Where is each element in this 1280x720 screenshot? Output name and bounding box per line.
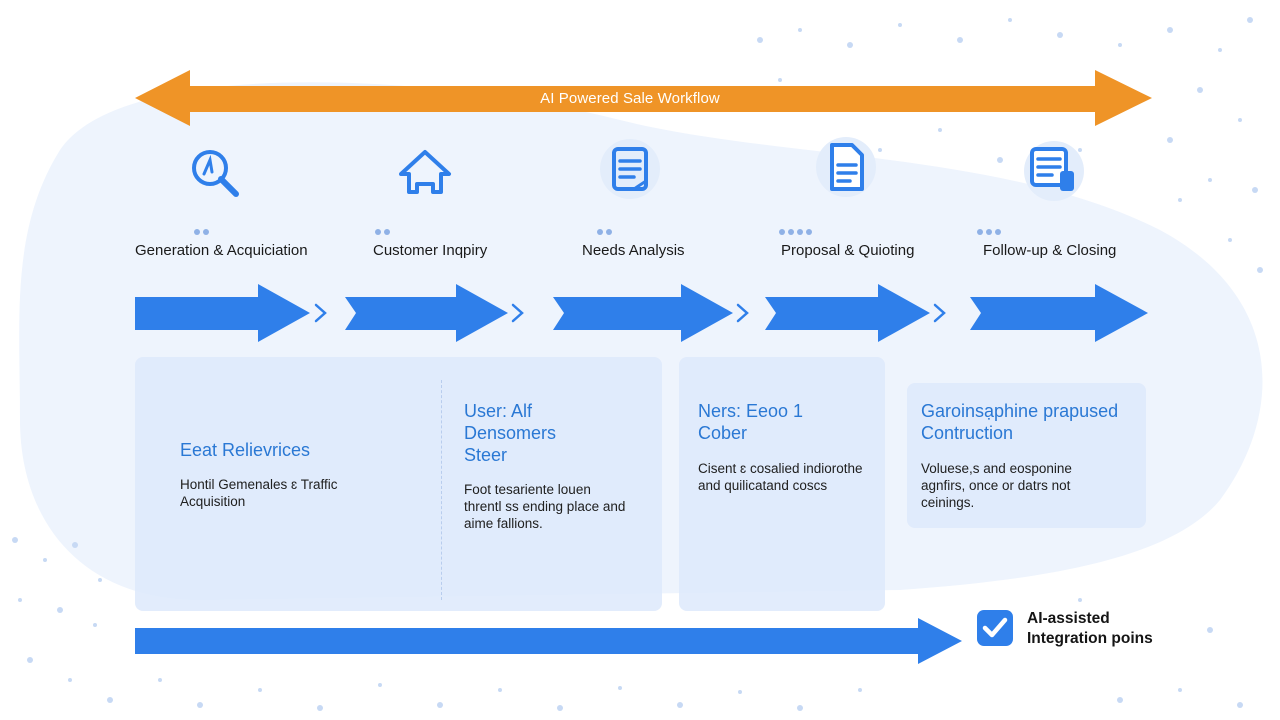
checklist-document-icon xyxy=(1024,141,1084,201)
panel-divider xyxy=(441,380,442,600)
chevron-separators xyxy=(314,303,946,323)
panel-heading: Eeat Relievrices xyxy=(180,440,311,460)
stage-dots xyxy=(977,222,1004,235)
banner-arrow xyxy=(135,70,1152,126)
stage-title: Needs Analysis xyxy=(582,242,685,259)
magnifier-icon xyxy=(192,150,239,197)
stage-dots xyxy=(375,222,393,235)
bottom-arrow xyxy=(135,618,962,664)
flow-arrow-3 xyxy=(553,284,733,342)
stage-dots xyxy=(194,222,212,235)
stage-title: Customer Inqpiry xyxy=(373,242,488,259)
flow-arrow-2 xyxy=(345,284,508,342)
stage-title: Generation & Acquiciation xyxy=(135,242,308,259)
stage-flow-arrows xyxy=(135,284,1148,342)
panel-heading: Garoinsạphine prapused Contruction xyxy=(921,401,1119,443)
background-dots xyxy=(12,17,1263,711)
quote-document-icon xyxy=(816,137,876,197)
panel-middle xyxy=(679,357,885,611)
flow-arrow-5 xyxy=(970,284,1148,342)
flow-arrow-1 xyxy=(135,284,310,342)
panel-body: Cisent ɛ cosalied indiorothe and quilica… xyxy=(698,461,863,493)
panel-heading: Ners: Eeoo 1 Cober xyxy=(698,401,804,443)
banner-label: AI Powered Sale Workflow xyxy=(540,90,720,107)
panel-body: Hontil Gemenales ɛ Traffic Acquisition xyxy=(180,477,338,509)
panel-body: Foot tesariente louen threntl ss ending … xyxy=(464,482,626,531)
document-icon xyxy=(600,139,660,199)
stage-dots xyxy=(597,222,615,235)
stage-title: Proposal & Quioting xyxy=(781,242,915,259)
panel-body: Voluese,s and eosponine agnfirs, once or… xyxy=(921,461,1072,510)
checkbox-checked-icon xyxy=(977,610,1013,646)
panel-left xyxy=(135,357,662,611)
legend-label: AI-assisted Integration poins xyxy=(1027,610,1153,647)
stage-dots xyxy=(779,222,815,235)
flow-arrow-4 xyxy=(765,284,930,342)
house-icon xyxy=(399,150,451,194)
panel-heading: User: Alf Densomers Steer xyxy=(464,401,557,465)
stage-title: Follow-up & Closing xyxy=(983,242,1117,259)
panel-right xyxy=(907,383,1146,528)
